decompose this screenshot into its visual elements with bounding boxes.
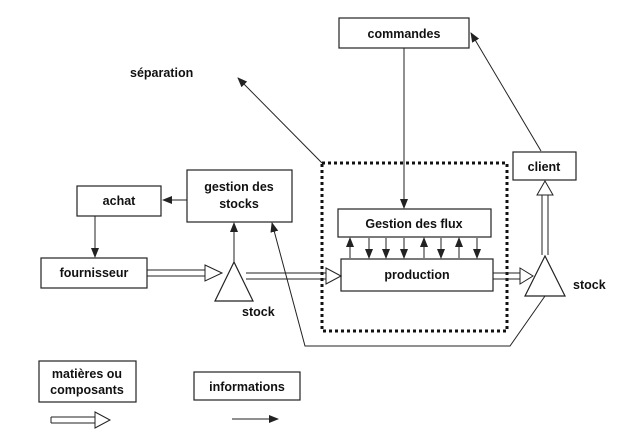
fournisseur-box: fournisseur bbox=[40, 257, 148, 289]
production-box: production bbox=[340, 258, 494, 292]
gestion-stocks-label-line1: gestion des bbox=[204, 180, 274, 194]
client-to-commandes-arrow bbox=[470, 32, 542, 152]
separation-label: séparation bbox=[130, 66, 193, 80]
legend-materials-line1: matières ou bbox=[52, 367, 122, 381]
achat-box: achat bbox=[76, 185, 162, 217]
legend-informations-label: informations bbox=[209, 380, 285, 394]
fournisseur-to-stock-flow bbox=[147, 264, 224, 282]
stock-left-label: stock bbox=[242, 305, 275, 319]
stock-left-triangle bbox=[214, 260, 254, 302]
flux-production-exchange-arrows bbox=[346, 237, 481, 259]
gestion-flux-box: Gestion des flux bbox=[337, 208, 492, 238]
client-label: client bbox=[528, 160, 561, 174]
stock-right-to-gestion-stocks-arrow bbox=[270, 222, 546, 347]
commandes-label: commandes bbox=[368, 27, 441, 41]
legend-materials: matières ou composants bbox=[38, 360, 137, 429]
stock-to-production-flow bbox=[246, 267, 343, 285]
legend-informations: informations bbox=[193, 371, 301, 423]
commandes-box: commandes bbox=[338, 17, 470, 49]
legend-materials-line2: composants bbox=[50, 383, 124, 397]
production-to-stock-flow bbox=[493, 267, 534, 285]
gestion-stocks-box: gestion des stocks bbox=[186, 169, 293, 223]
gestion-stocks-label-line2: stocks bbox=[219, 197, 259, 211]
stock-right-label: stock bbox=[573, 278, 606, 292]
stock-to-client-flow bbox=[536, 179, 554, 255]
client-box: client bbox=[512, 151, 577, 181]
frame-to-separation-arrow bbox=[237, 77, 323, 164]
fournisseur-label: fournisseur bbox=[60, 266, 129, 280]
separation-frame bbox=[320, 161, 509, 333]
gestion-flux-label: Gestion des flux bbox=[365, 217, 462, 231]
production-label: production bbox=[384, 268, 449, 282]
achat-label: achat bbox=[103, 194, 136, 208]
